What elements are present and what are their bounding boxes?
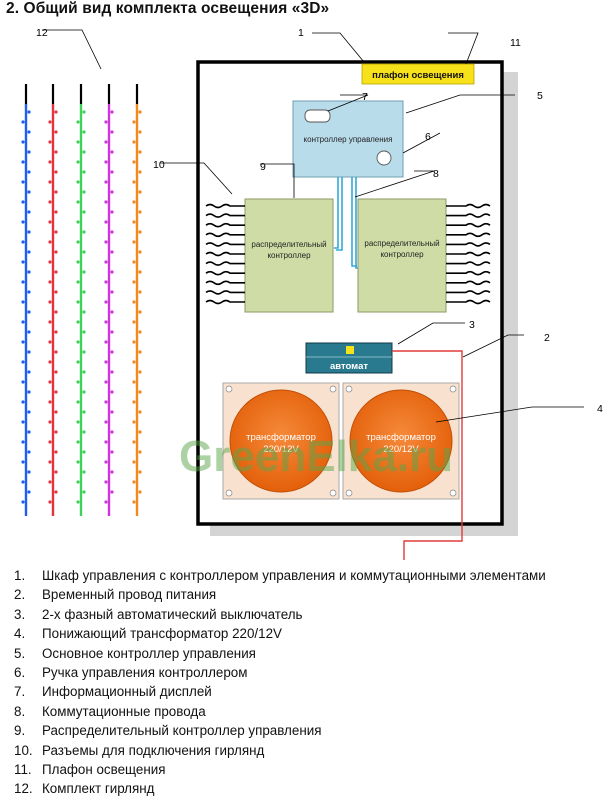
breaker-indicator	[346, 346, 354, 354]
callout-9: 9	[260, 161, 266, 173]
legend-item: 6.Ручка управления контроллером	[14, 665, 248, 681]
callout-10: 10	[153, 159, 165, 171]
dist-left-label-1: распределительный	[251, 240, 326, 249]
dist-right-label-1: распределительный	[364, 239, 439, 248]
fan-left	[229, 389, 333, 493]
dist-left-label-2: контроллер	[267, 251, 311, 260]
garland-string	[104, 84, 114, 516]
callout-2: 2	[544, 332, 550, 344]
info-display	[304, 109, 331, 123]
dist-controller-right	[357, 198, 447, 313]
connector-wire	[446, 280, 491, 286]
legend-item: 9.Распределительный контроллер управлени…	[14, 723, 322, 739]
connector-wire	[446, 232, 491, 238]
connector-wire	[446, 299, 491, 305]
transformer-right-label-1: трансформатор	[366, 432, 436, 443]
connector-wire	[205, 203, 245, 209]
callout-12: 12	[36, 27, 48, 39]
callout-5: 5	[537, 90, 543, 102]
legend-item: 1.Шкаф управления с контроллером управле…	[14, 568, 546, 583]
connector-wire	[205, 213, 245, 218]
connector-wire	[205, 290, 245, 295]
controller-knob	[376, 150, 392, 166]
callout-1: 1	[298, 27, 304, 39]
legend-item: 8.Коммутационные провода	[14, 703, 206, 719]
legend-item: 2.Временный провод питания	[14, 587, 217, 603]
transformer-right	[342, 382, 460, 500]
garland-string	[132, 84, 142, 516]
legend-item: 12.Комплект гирлянд	[14, 781, 155, 797]
connector-wire	[205, 270, 245, 276]
connector-wire	[205, 222, 245, 228]
garland-set	[21, 84, 142, 516]
breaker-label: автомат	[330, 361, 368, 372]
dist-controller-left	[244, 198, 334, 313]
legend-item: 5.Основное контроллер управления	[14, 645, 256, 661]
lamp-label: плафон освещения	[372, 70, 464, 81]
connector-wire	[446, 270, 491, 276]
connector-wire	[446, 222, 491, 228]
callout-4: 4	[597, 403, 603, 415]
dist-right-label-2: контроллер	[380, 250, 424, 259]
fan-right	[349, 389, 453, 493]
garland-string	[76, 84, 86, 516]
garland-string	[21, 84, 31, 516]
connector-wire	[446, 290, 491, 295]
callout-3: 3	[469, 319, 475, 331]
circuit-breaker	[305, 342, 393, 374]
transformer-left-label-2: 220/12V	[263, 444, 299, 455]
connector-wire	[205, 242, 245, 247]
connector-wire	[446, 213, 491, 218]
watermark: GreenElka.ru	[179, 432, 453, 481]
legend-item: 4.Понижающий трансформатор 220/12V	[14, 626, 282, 642]
lighting-kit-diagram: плафон освещения контроллер управления р…	[21, 27, 603, 560]
connector-wire	[446, 242, 491, 247]
transformer-left-label-1: трансформатор	[246, 432, 316, 443]
garland-connectors	[205, 203, 491, 305]
connector-wire	[205, 299, 245, 305]
callout-6: 6	[425, 131, 431, 143]
transformer-left	[222, 382, 340, 500]
connector-wire	[205, 280, 245, 286]
legend-item: 7.Информационный дисплей	[14, 684, 212, 700]
transformer-right-label-2: 220/12V	[383, 444, 419, 455]
legend-item: 11.Плафон освещения	[14, 762, 166, 778]
callout-7: 7	[362, 91, 368, 103]
legend-list: 1.Шкаф управления с контроллером управле…	[14, 566, 546, 799]
connector-wire	[205, 251, 245, 257]
connector-wire	[205, 232, 245, 238]
garland-string	[48, 84, 58, 516]
connector-wire	[446, 203, 491, 209]
callout-leaders	[42, 29, 584, 423]
page-title: 2. Общий вид комплекта освещения «3D»	[6, 0, 330, 17]
connector-wire	[446, 251, 491, 257]
legend-item: 10.Разъемы для подключения гирлянд	[14, 742, 265, 758]
callout-11: 11	[510, 37, 521, 49]
connector-wire	[205, 261, 245, 266]
lamp-box	[361, 63, 475, 85]
legend-item: 3.2-х фазный автоматический выключатель	[14, 606, 303, 622]
connector-wire	[446, 261, 491, 266]
power-wire	[392, 350, 463, 560]
main-controller-label: контроллер управления	[304, 135, 393, 144]
callout-8: 8	[433, 168, 439, 180]
